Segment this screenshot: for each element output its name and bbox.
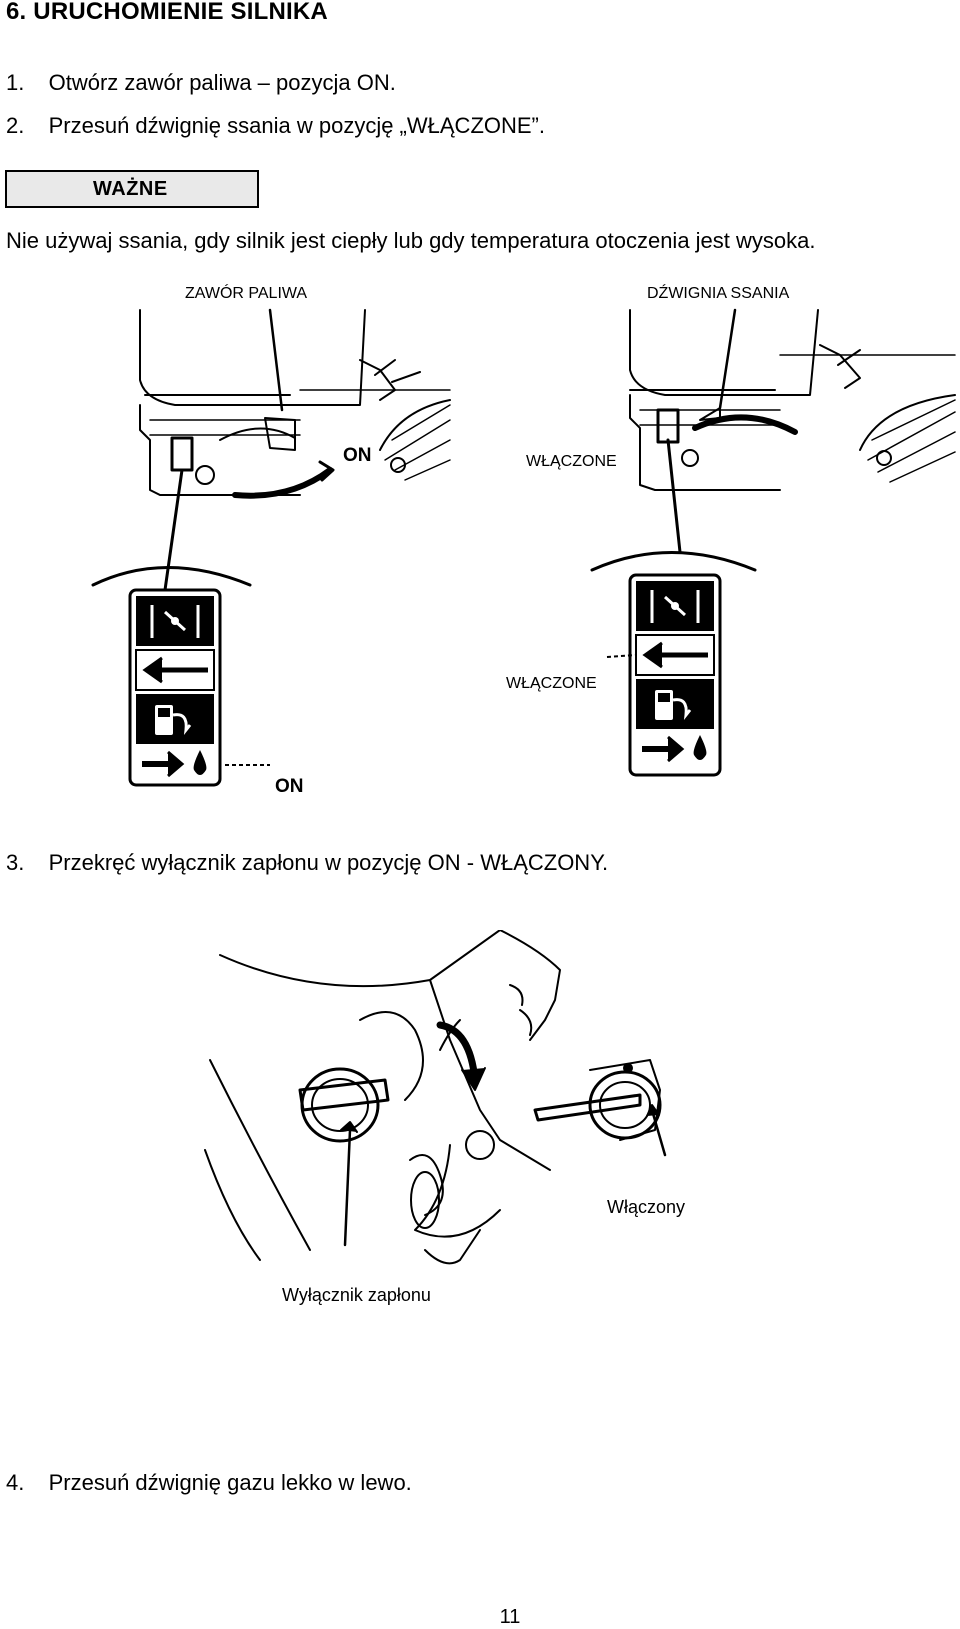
ignition-switch-illustration: [204, 930, 667, 1265]
step-text: Przesuń dźwignię ssania w pozycję „WŁĄCZ…: [48, 113, 545, 138]
step-text: Otwórz zawór paliwa – pozycja ON.: [48, 70, 396, 95]
choke-on-label-top: WŁĄCZONE: [526, 453, 617, 470]
step-number: 4.: [6, 1470, 25, 1495]
fuel-on-label-top: ON: [343, 445, 372, 466]
step-text: Przesuń dźwignię gazu lekko w lewo.: [48, 1470, 412, 1495]
important-note: Nie używaj ssania, gdy silnik jest ciepł…: [6, 228, 816, 253]
right-engine-drawing: [629, 308, 956, 554]
step-number: 2.: [6, 113, 25, 138]
step-text: Przekręć wyłącznik zapłonu w pozycję ON …: [48, 850, 609, 875]
step-number: 1.: [6, 70, 25, 95]
ignition-switch-label: Wyłącznik zapłonu: [282, 1285, 431, 1305]
step-1: 1. Otwórz zawór paliwa – pozycja ON.: [6, 70, 396, 96]
choke-on-label-bottom: WŁĄCZONE: [506, 675, 597, 692]
ignition-on-label: Włączony: [607, 1197, 686, 1217]
right-label-panel: [606, 573, 722, 777]
step-number: 3.: [6, 850, 25, 875]
choke-lever-caption: DŹWIGNIA SSANIA: [647, 285, 790, 302]
left-label-panel: [128, 588, 270, 787]
important-box: WAŻNE: [5, 170, 259, 208]
step-2: 2. Przesuń dźwignię ssania w pozycję „WŁ…: [6, 113, 545, 139]
fuel-on-label-bottom: ON: [275, 776, 304, 797]
fuel-valve-caption: ZAWÓR PALIWA: [185, 285, 308, 302]
step-4: 4. Przesuń dźwignię gazu lekko w lewo.: [6, 1470, 412, 1496]
engine-controls-illustration: [91, 308, 956, 787]
important-label: WAŻNE: [93, 178, 168, 200]
section-title: 6. URUCHOMIENIE SILNIKA: [6, 0, 328, 25]
page-number: 11: [499, 1606, 521, 1628]
left-engine-drawing: [139, 308, 451, 592]
step-3: 3. Przekręć wyłącznik zapłonu w pozycję …: [6, 850, 608, 876]
